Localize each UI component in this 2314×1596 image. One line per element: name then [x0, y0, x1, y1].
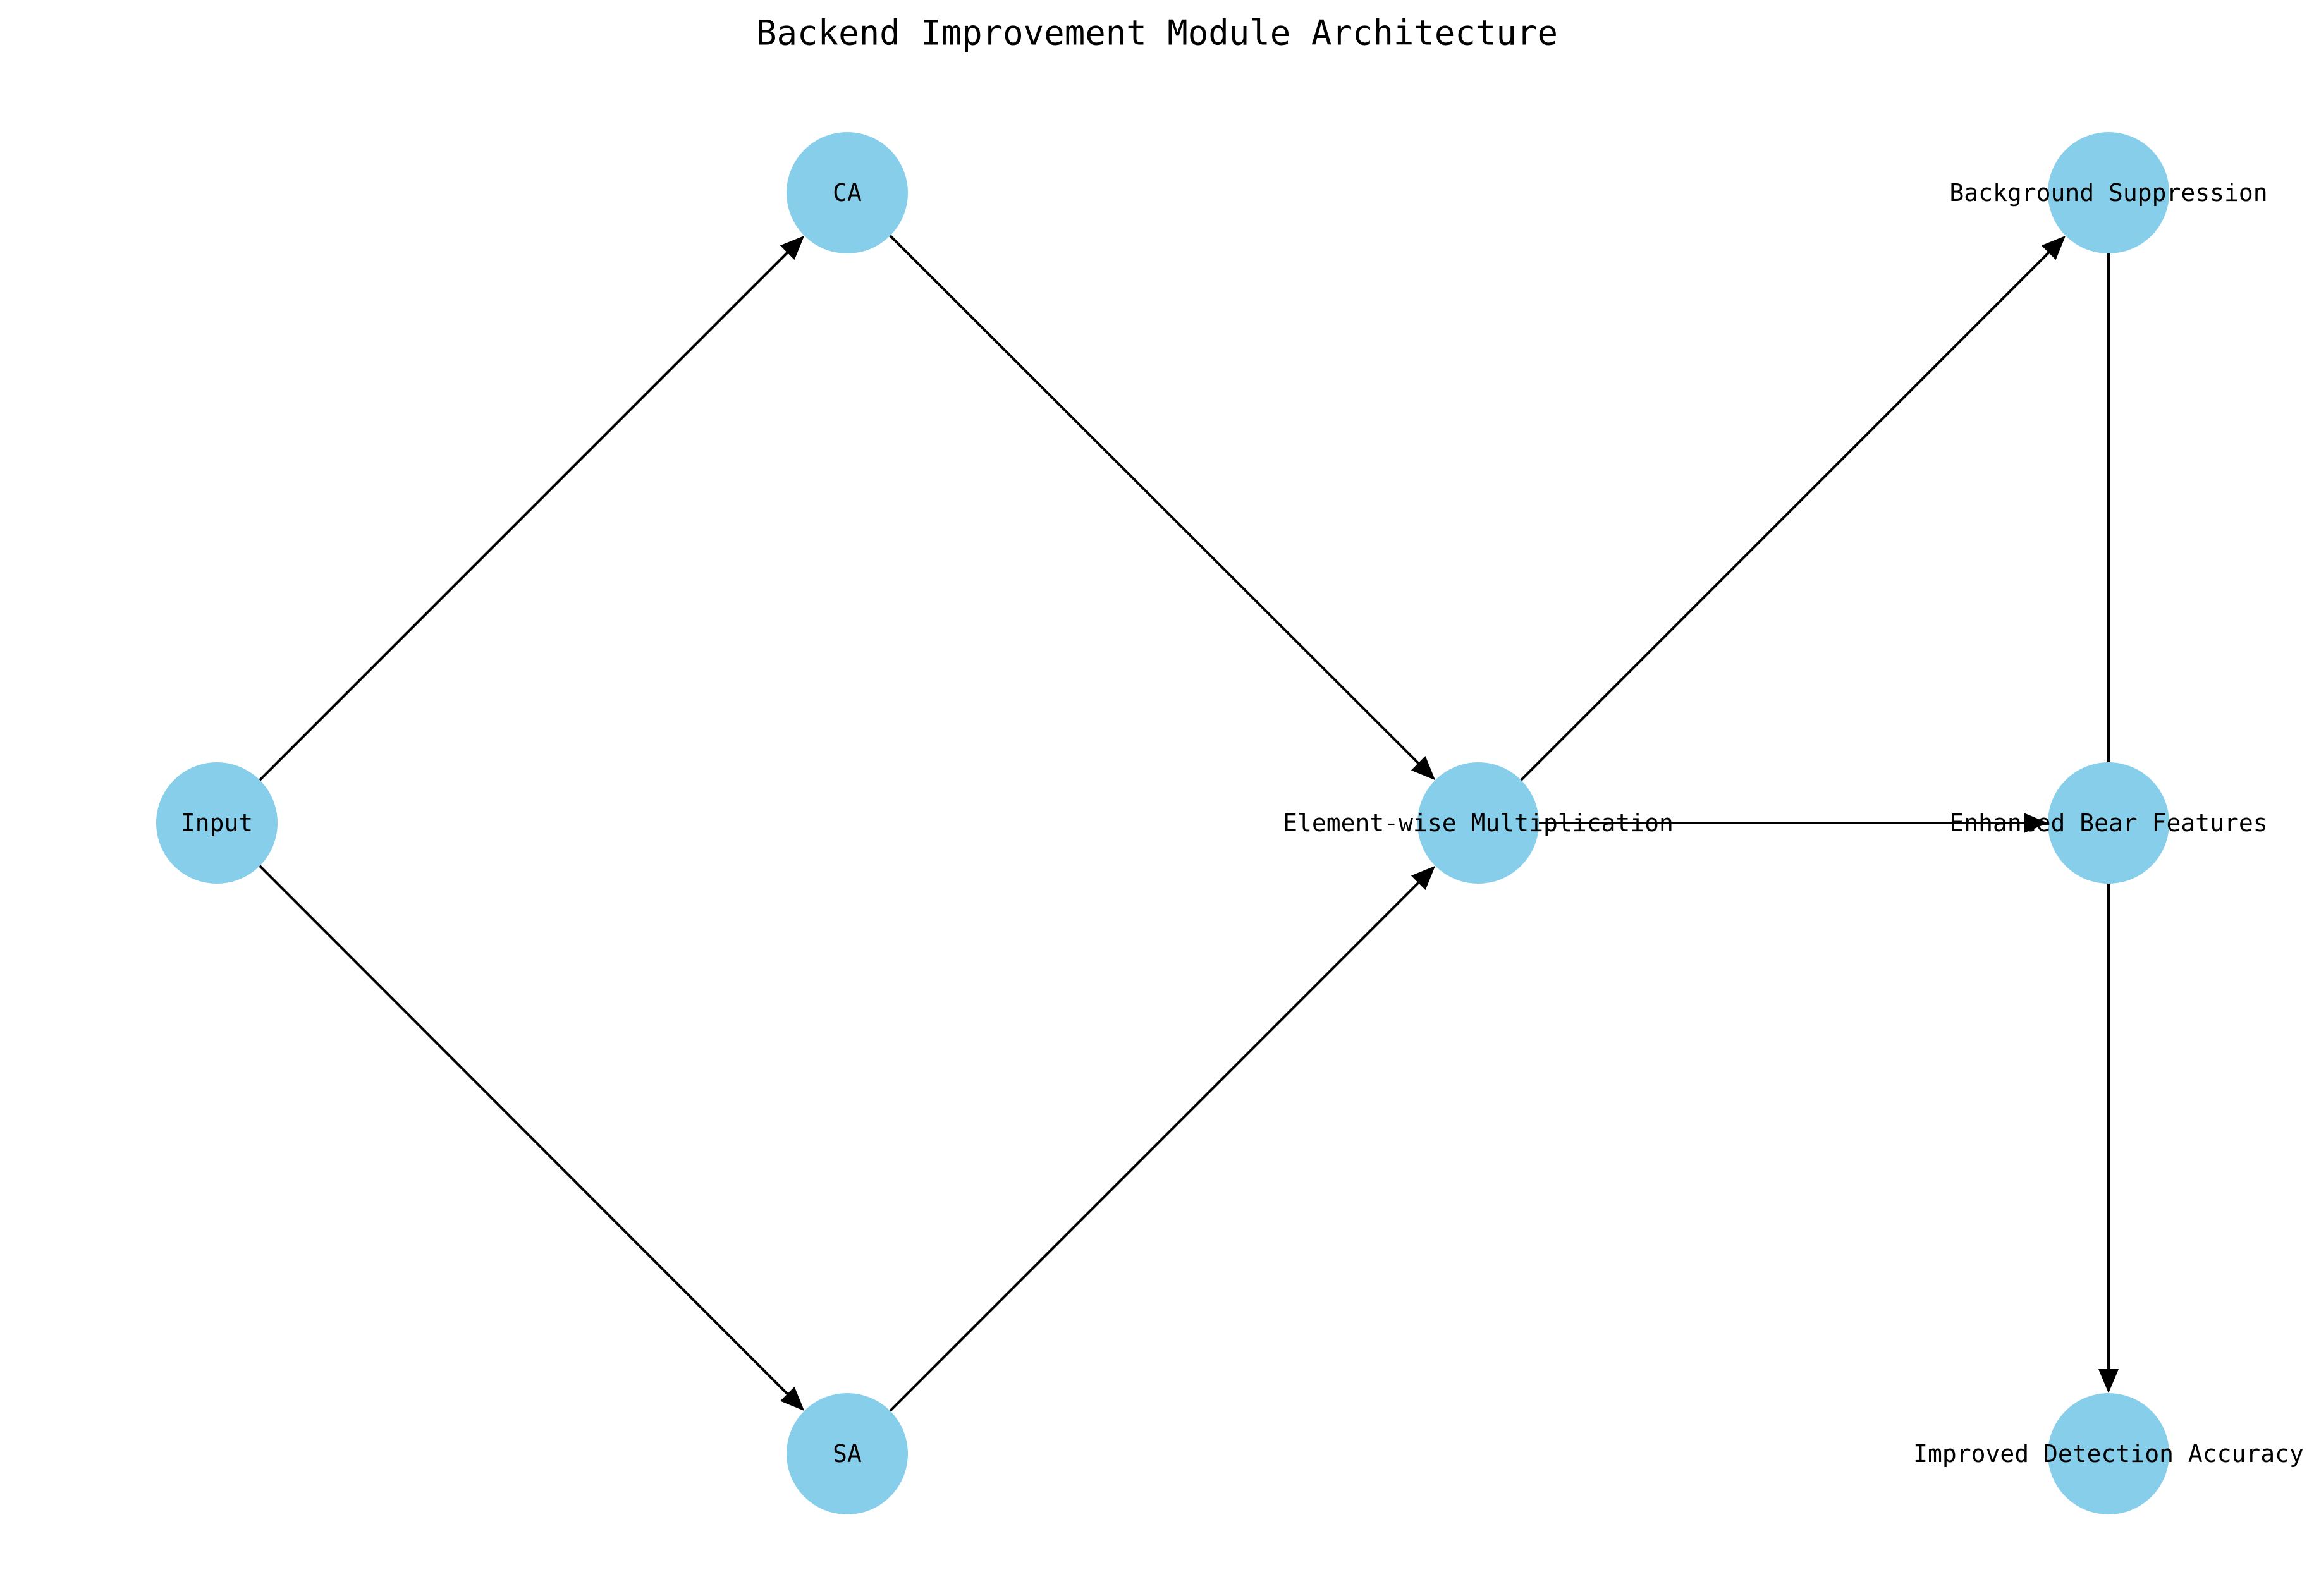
node-label: Background Suppression	[1949, 179, 2267, 207]
arrowhead-icon	[2041, 235, 2066, 260]
edge-mult-bear	[1539, 813, 2048, 833]
node-mult: Element-wise Multiplication	[1283, 762, 1674, 884]
node-ca: CA	[787, 132, 908, 253]
arrowhead-icon	[1411, 756, 1436, 781]
node-bear: Enhanced Bear Features	[1949, 762, 2268, 884]
node-circle	[156, 762, 278, 884]
edge-line	[259, 865, 790, 1397]
node-circle	[1417, 762, 1539, 884]
edge-line	[889, 235, 1421, 766]
diagram-title: Backend Improvement Module Architecture	[756, 13, 1558, 53]
arrowhead-icon	[2024, 813, 2048, 833]
arrowhead-icon	[780, 235, 805, 260]
node-acc: Improved Detection Accuracy	[1913, 1393, 2304, 1514]
arrowhead-icon	[780, 1386, 805, 1411]
node-label: CA	[833, 179, 862, 207]
edges-layer	[259, 235, 2119, 1412]
node-label: Input	[181, 809, 253, 837]
node-input: Input	[156, 762, 278, 884]
edge-sa-mult	[889, 865, 1436, 1412]
node-circle	[2048, 132, 2169, 253]
node-sa: SA	[787, 1393, 908, 1514]
edge-ca-mult	[889, 235, 1436, 781]
node-circle	[2048, 1393, 2169, 1514]
arrowhead-icon	[2098, 1369, 2119, 1393]
node-label: SA	[833, 1440, 862, 1468]
edge-line	[259, 250, 790, 781]
node-label: Element-wise Multiplication	[1283, 809, 1674, 837]
edge-input-sa	[259, 865, 805, 1411]
edge-line	[889, 880, 1421, 1412]
node-circle	[787, 1393, 908, 1514]
edge-mult-bg	[1520, 235, 2066, 781]
node-circle	[787, 132, 908, 253]
arrowhead-icon	[1411, 865, 1436, 891]
node-label: Enhanced Bear Features	[1949, 809, 2267, 837]
edge-bear-acc	[2098, 884, 2119, 1393]
node-label: Improved Detection Accuracy	[1913, 1440, 2304, 1468]
nodes-layer: Input CA SA Element-wise Multiplication Back…	[156, 132, 2304, 1514]
node-circle	[2048, 762, 2169, 884]
node-bg: Background Suppression	[1949, 132, 2268, 253]
edge-input-ca	[259, 235, 805, 781]
edge-line	[1520, 250, 2052, 781]
